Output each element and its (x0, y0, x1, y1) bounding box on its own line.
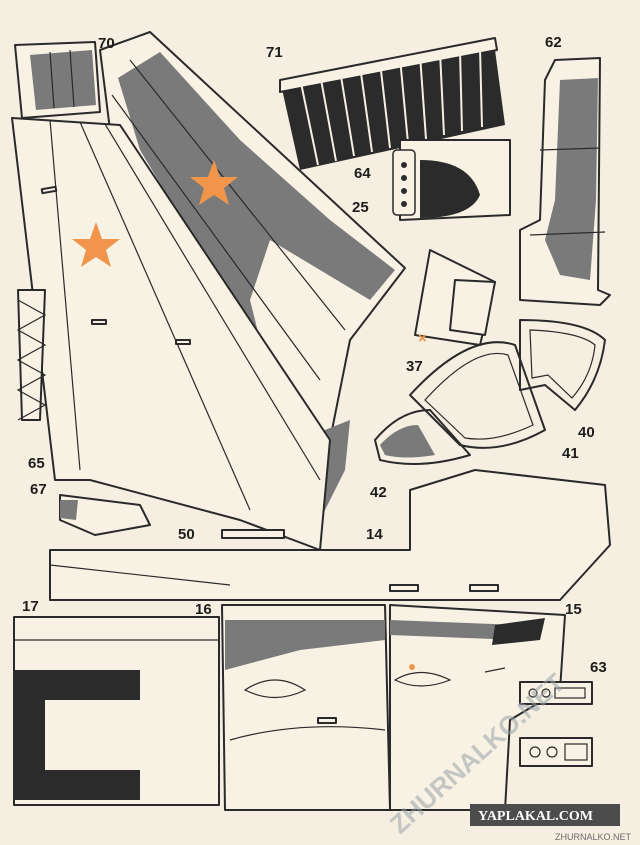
watermark-badge-bg (470, 804, 620, 826)
part-62 (519, 57, 611, 306)
label-63: 63 (590, 659, 607, 676)
label-62: 62 (545, 34, 562, 51)
label-67: 67 (30, 481, 47, 498)
part-15 (389, 604, 566, 811)
part-40 (519, 319, 606, 411)
part-64 (392, 139, 511, 221)
red-star-emblem (190, 160, 238, 205)
part-71 (279, 37, 505, 170)
part-67 (59, 494, 151, 536)
part-50 (221, 529, 285, 539)
label-70: 70 (98, 35, 115, 52)
part-42 (374, 409, 471, 465)
label-37: 37 (406, 358, 423, 375)
label-50: 50 (178, 526, 195, 543)
label-14: 14 (366, 526, 383, 543)
label-64: 64 (354, 165, 371, 182)
svg-text:×: × (418, 330, 427, 347)
label-65: 65 (28, 455, 45, 472)
watermark-badge: YAPLAKAL.COM (478, 809, 593, 824)
part-70 (14, 41, 101, 119)
watermark-footer: ZHURNALKO.NET (555, 832, 632, 842)
label-40: 40 (578, 424, 595, 441)
label-15: 15 (565, 601, 582, 618)
label-17: 17 (22, 598, 39, 615)
red-star-emblem (72, 222, 120, 267)
label-42: 42 (370, 484, 387, 501)
part-16 (221, 604, 391, 811)
label-41: 41 (562, 445, 579, 462)
part-41 (409, 341, 546, 449)
part-25 (99, 31, 406, 520)
part-main-left (11, 117, 331, 551)
part-65 (16, 289, 47, 421)
label-25: 25 (352, 199, 369, 216)
label-71: 71 (266, 44, 283, 61)
part-63 (519, 681, 593, 767)
part-14 (49, 469, 611, 601)
label-16: 16 (195, 601, 212, 618)
part-17 (13, 616, 220, 806)
